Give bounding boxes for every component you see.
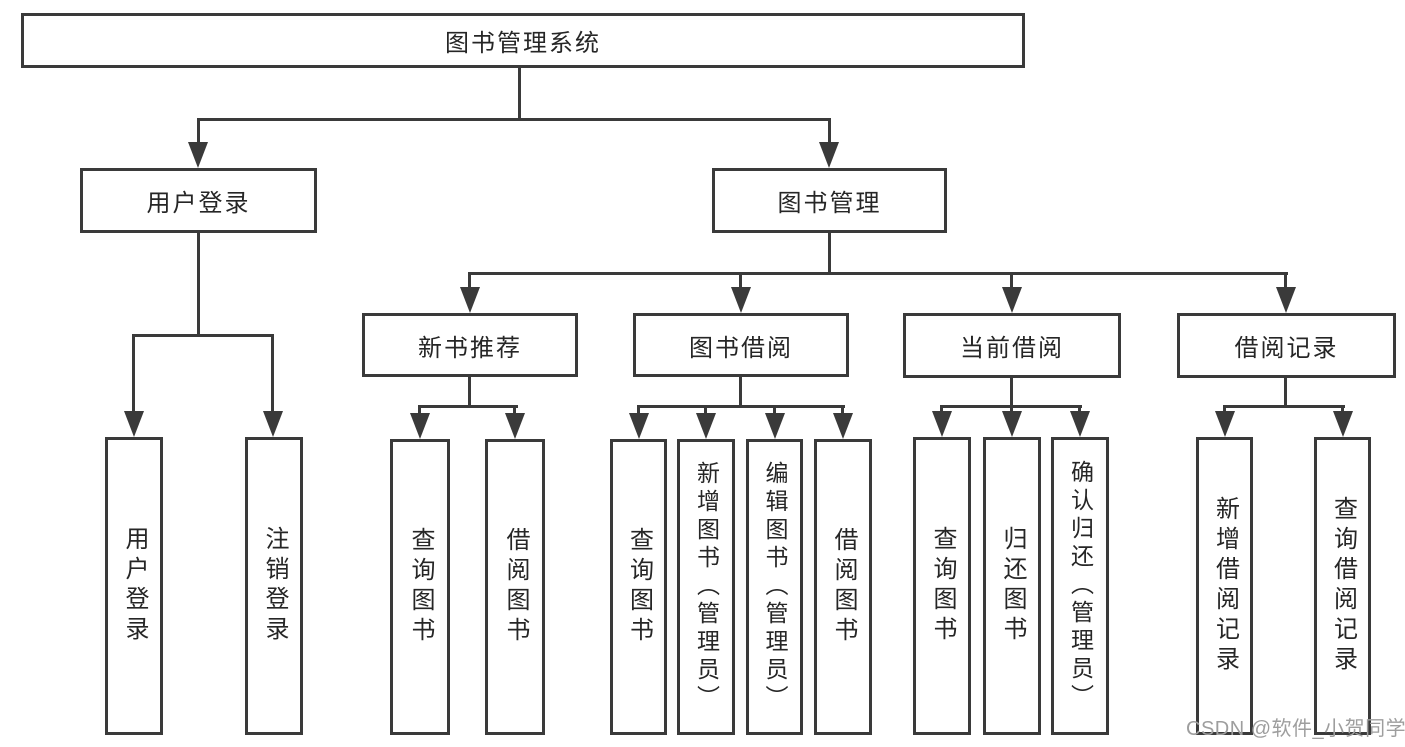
connector-line <box>841 405 844 417</box>
connector-line <box>1341 405 1344 415</box>
node-borrowing-records: 借阅记录 <box>1177 313 1396 378</box>
node-label: 查询图书 <box>625 527 653 647</box>
arrowhead-icon <box>731 287 751 313</box>
connector-line <box>197 233 200 337</box>
arrowhead-icon <box>1070 411 1090 437</box>
node-current-borrowing: 当前借阅 <box>903 313 1121 378</box>
leaf-user-login: 用户登录 <box>105 437 163 735</box>
node-label: 编辑图书（管理员） <box>762 461 788 713</box>
arrowhead-icon <box>765 413 785 439</box>
node-book-borrowing: 图书借阅 <box>633 313 849 377</box>
leaf-query-books-borrowing: 查询图书 <box>610 439 667 735</box>
arrowhead-icon <box>819 142 839 168</box>
connector-line <box>418 405 518 408</box>
connector-line <box>468 272 1288 275</box>
node-new-book-recommend: 新书推荐 <box>362 313 578 377</box>
connector-line <box>197 118 200 146</box>
node-label: 新书推荐 <box>418 334 522 362</box>
arrowhead-icon <box>1215 411 1235 437</box>
leaf-query-books-current: 查询图书 <box>913 437 971 735</box>
arrowhead-icon <box>1002 287 1022 313</box>
arrowhead-icon <box>629 413 649 439</box>
leaf-add-borrow-record: 新增借阅记录 <box>1196 437 1253 735</box>
node-label: 新增图书（管理员） <box>693 461 720 713</box>
connector-line <box>513 405 516 417</box>
leaf-borrow-books-borrowing: 借阅图书 <box>814 439 872 735</box>
connector-line <box>637 405 640 417</box>
node-label: 借阅记录 <box>1234 335 1339 362</box>
leaf-add-books-admin: 新增图书（管理员） <box>677 439 735 735</box>
arrowhead-icon <box>833 413 853 439</box>
watermark: CSDN @软件_小贺同学 <box>1186 718 1405 740</box>
connector-line <box>1010 378 1013 408</box>
arrowhead-icon <box>1276 287 1296 313</box>
leaf-logout-login: 注销登录 <box>245 437 303 735</box>
node-label: 图书管理 <box>777 190 882 217</box>
node-label: 查询图书 <box>407 527 434 647</box>
node-label: 借阅图书 <box>502 527 529 647</box>
arrowhead-icon <box>410 413 430 439</box>
connector-line <box>828 118 831 146</box>
node-label: 新增借阅记录 <box>1211 496 1239 676</box>
connector-line <box>704 405 707 417</box>
connector-line <box>940 405 943 415</box>
connector-line <box>468 377 471 408</box>
node-label: 当前借阅 <box>960 335 1064 362</box>
node-label: 查询借阅记录 <box>1329 496 1357 676</box>
connector-line <box>1284 378 1287 408</box>
node-user-login: 用户登录 <box>80 168 317 233</box>
arrowhead-icon <box>1002 411 1022 437</box>
connector-line <box>132 334 135 414</box>
connector-line <box>1284 272 1287 292</box>
connector-line <box>418 405 421 417</box>
node-book-management: 图书管理 <box>712 168 947 233</box>
node-root: 图书管理系统 <box>21 13 1025 68</box>
arrowhead-icon <box>932 411 952 437</box>
connector-line <box>1010 272 1013 292</box>
node-label: 确认归还（管理员） <box>1067 460 1094 712</box>
connector-line <box>197 118 831 121</box>
node-label: 借阅图书 <box>830 527 857 647</box>
connector-line <box>271 334 274 414</box>
connector-line <box>637 405 845 408</box>
connector-line <box>773 405 776 417</box>
node-label: 查询图书 <box>929 526 956 646</box>
leaf-query-borrow-record: 查询借阅记录 <box>1314 437 1371 735</box>
leaf-edit-books-admin: 编辑图书（管理员） <box>746 439 803 735</box>
node-label: 图书管理系统 <box>445 30 601 57</box>
connector-line <box>1078 405 1081 415</box>
connector-line <box>828 233 831 275</box>
arrowhead-icon <box>696 413 716 439</box>
connector-line <box>739 377 742 408</box>
connector-line <box>739 272 742 292</box>
connector-line <box>518 68 521 120</box>
node-label: 归还图书 <box>999 526 1026 646</box>
leaf-return-books: 归还图书 <box>983 437 1041 735</box>
connector-line <box>1010 405 1013 415</box>
arrowhead-icon <box>124 411 144 437</box>
node-label: 注销登录 <box>261 526 288 646</box>
arrowhead-icon <box>460 287 480 313</box>
node-label: 用户登录 <box>146 190 251 217</box>
leaf-query-books-recommend: 查询图书 <box>390 439 450 735</box>
arrowhead-icon <box>188 142 208 168</box>
connector-line <box>1223 405 1226 415</box>
connector-line <box>1223 405 1345 408</box>
arrowhead-icon <box>505 413 525 439</box>
connector-line <box>132 334 274 337</box>
arrowhead-icon <box>263 411 283 437</box>
leaf-borrow-books-recommend: 借阅图书 <box>485 439 545 735</box>
leaf-confirm-return-admin: 确认归还（管理员） <box>1051 437 1109 735</box>
node-label: 图书借阅 <box>689 334 793 362</box>
connector-line <box>468 272 471 292</box>
arrowhead-icon <box>1333 411 1353 437</box>
node-label: 用户登录 <box>121 526 148 646</box>
